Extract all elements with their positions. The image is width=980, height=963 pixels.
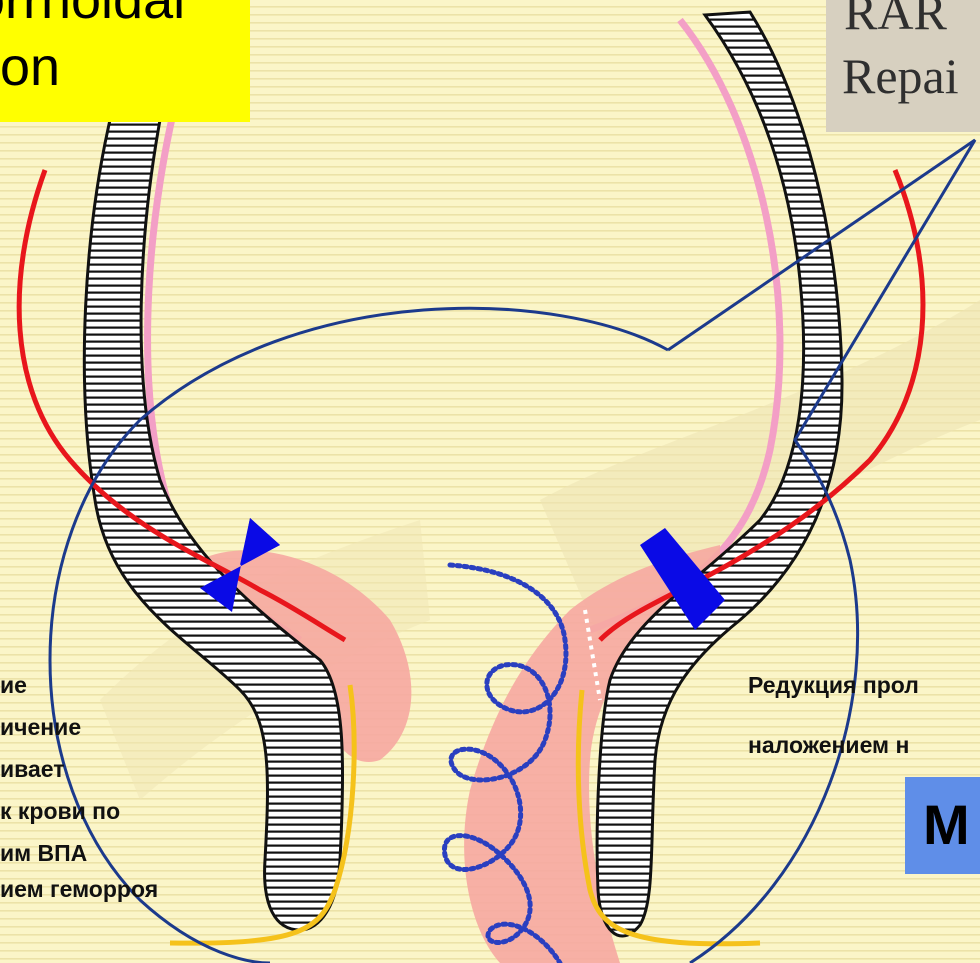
- left-caption-line-1: ие: [0, 670, 27, 700]
- rar-label-box: RAR Repai: [826, 0, 980, 132]
- left-caption-line-6: ием геморроя: [0, 874, 158, 904]
- left-caption-line-2: ичение: [0, 712, 81, 742]
- rar-line-2: Repai: [842, 48, 959, 104]
- right-caption-line-1: Редукция прол: [748, 670, 919, 700]
- left-caption-line-3: ивает: [0, 754, 65, 784]
- rar-line-1: RAR: [844, 0, 947, 40]
- left-caption-line-5: им ВПА: [0, 838, 87, 868]
- m-label: М: [923, 793, 970, 857]
- m-label-box: М: [905, 777, 980, 874]
- title-line-1: orrhoidal: [0, 0, 185, 30]
- left-caption-line-4: к крови по: [0, 796, 120, 826]
- title-line-2: ion: [0, 37, 60, 97]
- title-box: orrhoidal ion: [0, 0, 250, 122]
- right-caption-line-2: наложением н: [748, 730, 909, 760]
